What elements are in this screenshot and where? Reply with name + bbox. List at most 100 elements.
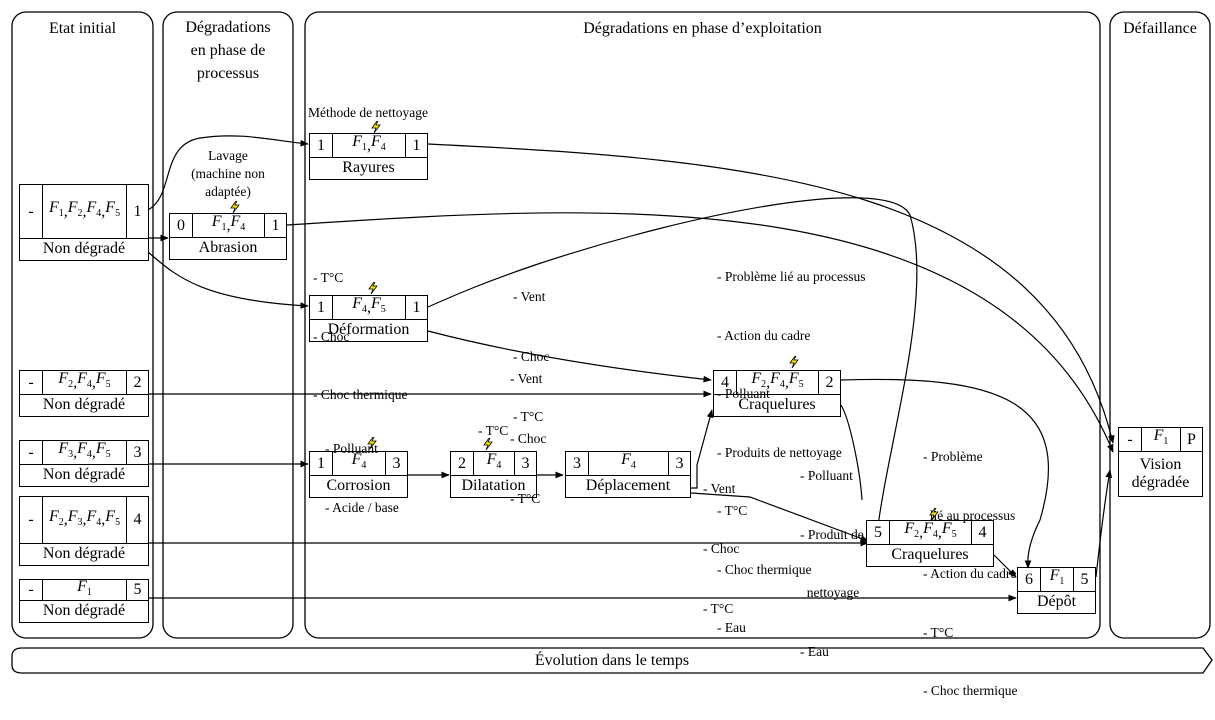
state-number: - xyxy=(28,511,34,528)
state-label: Non dégradé xyxy=(42,602,126,619)
cause-item: - Choc thermique xyxy=(923,683,1018,698)
causes-craquelures-2: - Problème lié au processus - Action du … xyxy=(923,408,1017,720)
severity-level: 3 xyxy=(668,452,690,475)
cause-item: - Acide / base xyxy=(325,499,399,515)
severity-level: P xyxy=(1180,428,1202,451)
degradation-box-deplacement: 3 F4 3 Déplacement xyxy=(565,451,691,498)
phase-column-process xyxy=(162,11,294,639)
degradation-box-rayures: 1 F1, F4 1 Rayures xyxy=(309,133,428,180)
severity-level: 1 xyxy=(264,214,286,237)
severity-level: 4 xyxy=(971,521,993,544)
state-box-initial-5: - F1 5 Non dégradé xyxy=(19,578,149,623)
severity-level: 2 xyxy=(126,371,148,394)
causes-craquelures-1: - Problème lié au processus - Action du … xyxy=(717,228,865,657)
factor-list: F4 xyxy=(473,451,514,475)
lightning-bolt-icon xyxy=(368,282,378,294)
cause-item: - Vent xyxy=(703,481,736,496)
cause-item: - Choc xyxy=(703,541,740,556)
phase-title-exploitation: Dégradations en phase d’exploitation xyxy=(583,20,822,37)
arrow-deformation-craquelures2 xyxy=(427,197,918,544)
arrow-craquelures2-depot xyxy=(993,554,1017,578)
state-number: - xyxy=(28,443,34,461)
state-number: - xyxy=(28,373,34,391)
severity-level: 2 xyxy=(818,371,840,394)
degradation-box-abrasion: 0 F1, F4 1 Abrasion xyxy=(169,213,287,260)
degradation-label: Abrasion xyxy=(198,239,258,256)
lightning-bolt-icon xyxy=(230,201,240,213)
severity-level: 3 xyxy=(385,452,407,475)
arrow-craquelures1-craquelures2 xyxy=(840,404,863,501)
state-label: Non dégradé xyxy=(42,545,126,562)
factor-list: F3, F4, F5 xyxy=(42,440,126,464)
cause-item: - Problème lié au processus xyxy=(717,269,866,284)
state-number: 6 xyxy=(1025,570,1033,588)
causes-deformation: - T°C - Choc - Choc thermique xyxy=(313,229,407,424)
state-number: 3 xyxy=(573,454,581,472)
state-number: - xyxy=(1127,430,1133,448)
cause-item: - Choc thermique xyxy=(313,387,408,402)
lightning-bolt-icon xyxy=(929,508,939,520)
cause-item: - Problème xyxy=(923,449,983,464)
factor-list: F1, F2,F4, F5 xyxy=(42,185,126,238)
factor-list: F4 xyxy=(332,451,385,475)
annotation-methode-nettoyage: Méthode de nettoyage xyxy=(308,105,428,120)
cause-item: - Action du cadre xyxy=(923,566,1017,581)
severity-level: 1 xyxy=(405,296,427,319)
cause-item: - Action du cadre xyxy=(717,327,811,343)
degradation-label: Déplacement xyxy=(585,477,671,494)
severity-level: 1 xyxy=(405,134,427,157)
state-number: - xyxy=(28,581,34,598)
state-box-initial-3: - F3, F4, F5 3 Non dégradé xyxy=(19,440,149,487)
state-number: 5 xyxy=(874,523,882,541)
causes-corrosion: - Polluant - Acide / base xyxy=(325,400,399,537)
arrow-initial1-deformation xyxy=(147,251,309,309)
arrow-deformation-craquelures1 xyxy=(427,330,712,383)
time-axis-bracket xyxy=(11,647,1213,674)
state-box-initial-1: - F1, F2,F4, F5 1 Non dégradé xyxy=(19,184,149,261)
cause-item: - Eau xyxy=(800,643,829,659)
state-number: - xyxy=(28,202,34,220)
cause-item: nettoyage xyxy=(800,585,860,600)
cause-item: - Produits de nettoyage xyxy=(717,444,842,460)
lightning-bolt-icon xyxy=(367,437,377,449)
arrow-initial1-rayures xyxy=(147,135,309,211)
phase-column-exploitation xyxy=(304,11,1101,639)
severity-level: 3 xyxy=(514,452,536,475)
state-number: 0 xyxy=(177,216,185,234)
cause-item: - Eau xyxy=(717,620,746,635)
flow-diagram xyxy=(11,11,1213,674)
cause-item: - T°C xyxy=(717,503,748,518)
state-label: Non dégradé xyxy=(42,466,126,483)
causes-produit: - Polluant - Produit de nettoyage - Eau xyxy=(800,427,864,681)
causes-vent-lower: - Vent - Choc - T°C xyxy=(510,329,546,529)
cause-item: - T°C xyxy=(510,491,541,506)
severity-level: 5 xyxy=(126,580,148,600)
factor-list: F1 xyxy=(1141,427,1180,451)
phase-column-initial xyxy=(11,11,154,639)
phase-title-process: Dégradations en phase de processus xyxy=(185,19,271,82)
factor-list: F1, F4 xyxy=(332,133,405,157)
factor-list: F1 xyxy=(42,578,126,600)
time-axis-label: Évolution dans le temps xyxy=(534,652,690,669)
failure-label: Vision dégradée xyxy=(1131,455,1190,491)
state-box-initial-2: - F2, F4, F5 2 Non dégradé xyxy=(19,370,149,417)
factor-list: F1 xyxy=(1040,567,1073,591)
cause-item: - T°C xyxy=(313,270,344,285)
severity-level: 5 xyxy=(1073,568,1095,591)
cause-item: - T°C xyxy=(923,624,954,640)
cause-item: - Vent xyxy=(513,289,546,304)
factor-list: F1, F4 xyxy=(192,213,264,237)
cause-item: - Choc xyxy=(510,431,547,446)
degradation-label: Craquelures xyxy=(738,396,816,413)
arrow-deplacement-craquelures2 xyxy=(690,492,869,542)
factor-list: F2, F3,F4, F5 xyxy=(42,497,126,543)
degradation-box-craquelures-2: 5 F2, F4, F5 4 Craquelures xyxy=(866,520,994,567)
state-box-initial-4: - F2, F3,F4, F5 4 Non dégradé xyxy=(19,496,149,566)
factor-list: F2, F4, F5 xyxy=(736,370,818,394)
degradation-box-dilatation: 2 F4 3 Dilatation xyxy=(450,451,537,498)
arrow-deplacement-craquelures1 xyxy=(691,409,714,489)
state-label: Non dégradé xyxy=(42,396,126,413)
arrow-abrasion-vision xyxy=(286,212,1114,453)
causes-vent-upper: - Vent - Choc - T°C xyxy=(513,247,549,447)
lightning-bolt-icon xyxy=(789,356,799,368)
